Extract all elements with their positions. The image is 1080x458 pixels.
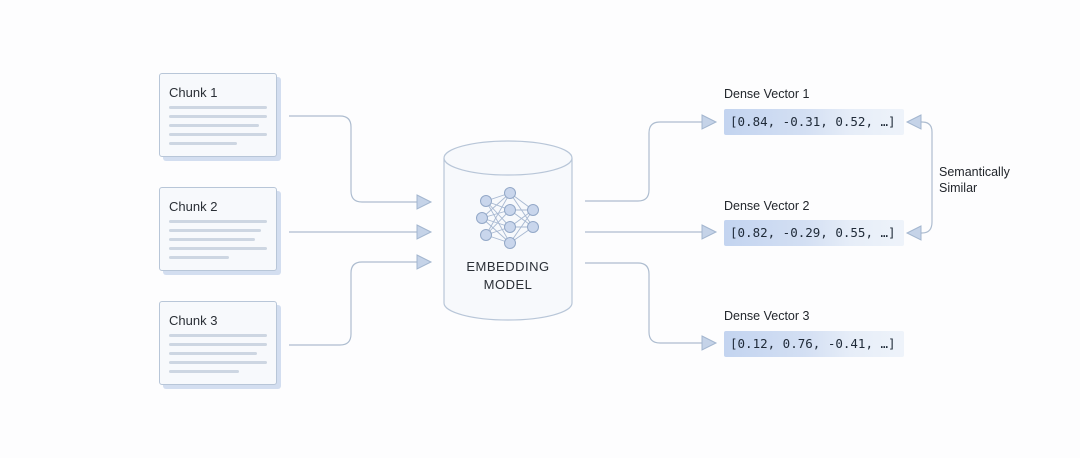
connector-model-vector1 [585,121,703,202]
text-line [169,133,267,136]
neural-network-icon [476,187,539,249]
arrowhead [905,114,922,130]
arrowhead [905,225,922,241]
text-line [169,124,259,127]
vector-label-3: Dense Vector 3 [724,309,810,323]
vector-value-2: [0.82, -0.29, 0.55, …] [724,220,904,246]
similarity-label: Semantically Similar [939,164,1010,196]
text-line [169,115,267,118]
arrowhead [701,224,718,240]
model-label-line2: MODEL [483,277,533,292]
connector-model-vector3 [585,262,703,344]
text-line [169,343,267,346]
vector-value-3: [0.12, 0.76, -0.41, …] [724,331,904,357]
vector-value-1: [0.84, -0.31, 0.52, …] [724,109,904,135]
text-line [169,361,267,364]
text-line [169,229,261,232]
text-line [169,238,255,241]
text-line [169,247,267,250]
similarity-bracket [920,121,933,234]
chunk-title: Chunk 1 [169,85,218,100]
chunk-card-1: Chunk 1 [159,73,277,157]
chunk-title: Chunk 3 [169,313,218,328]
arrowhead [701,114,718,130]
vector-label-2: Dense Vector 2 [724,199,810,213]
chunk-card-3: Chunk 3 [159,301,277,385]
chunk-card-2: Chunk 2 [159,187,277,271]
model-label-line1: EMBEDDING [466,259,550,274]
text-line [169,256,229,259]
embedding-model-label: EMBEDDING MODEL [444,258,572,294]
connector-chunk1-model [289,115,418,203]
text-line [169,106,267,109]
connector-chunk3-model [289,261,418,346]
arrowhead [416,194,433,210]
text-line [169,352,257,355]
text-line [169,142,237,145]
text-line [169,220,267,223]
text-line [169,370,239,373]
arrowhead [416,254,433,270]
arrowhead [416,224,433,240]
vector-label-1: Dense Vector 1 [724,87,810,101]
similarity-line2: Similar [939,181,978,195]
arrowhead [701,335,718,351]
chunk-title: Chunk 2 [169,199,218,214]
similarity-line1: Semantically [939,165,1010,179]
text-line [169,334,267,337]
